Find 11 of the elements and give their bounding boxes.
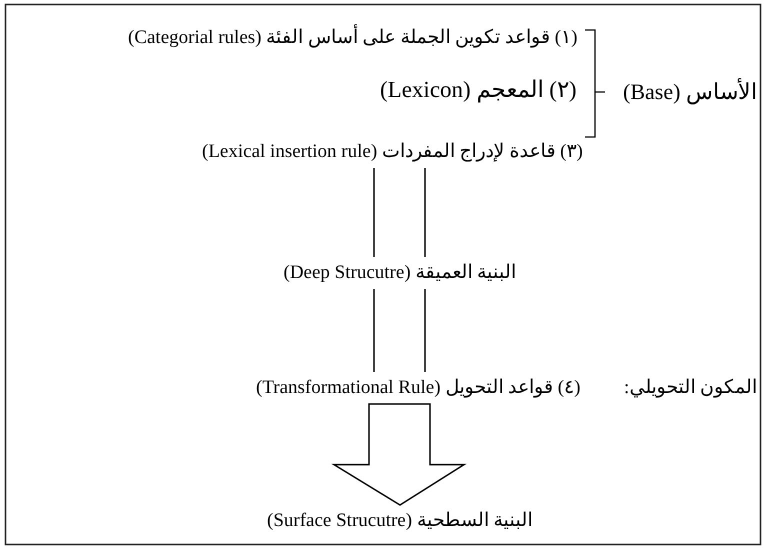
structure-label: (٣) قاعدة لإدراج المفردات (Lexical insertion rule)	[202, 140, 583, 164]
rule-text: (١) قواعد تكوين الجملة على أساس الفئة (Categorial rules)	[128, 26, 578, 50]
structure-label: البنية السطحية (Surface Strucutre)	[267, 509, 533, 533]
component-label: المكون التحويلي:	[624, 376, 758, 400]
structure-label: البنية العميقة (Deep Strucutre)	[284, 261, 516, 285]
structure-label: (٤) قواعد التحويل (Transformational Rule)	[256, 376, 580, 400]
component-label: الأساس (Base)	[623, 80, 757, 104]
rule-text: (٢) المعجم (Lexicon)	[380, 78, 577, 102]
block-arrow	[331, 403, 467, 506]
double-line	[373, 288, 426, 373]
double-line	[373, 167, 426, 258]
